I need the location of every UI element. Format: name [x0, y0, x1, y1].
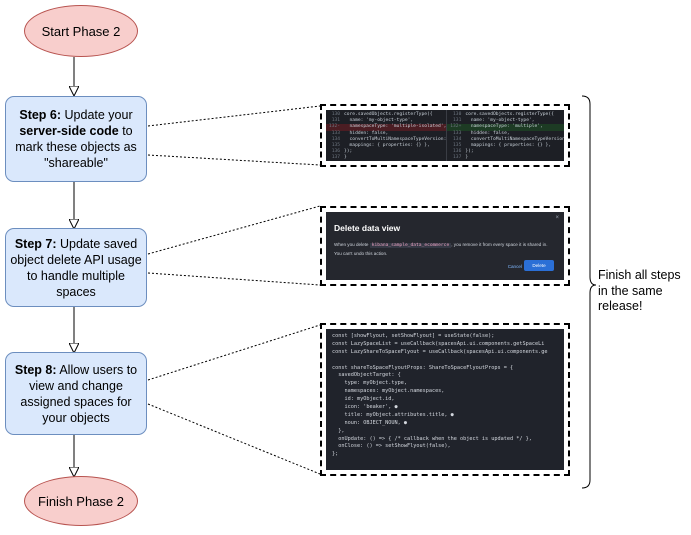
diff-line: 132+ namespaceType: 'multiple', [447, 124, 564, 131]
modal-body-code: kibana_sample_data_ecommerce [369, 243, 452, 248]
code-text: convertToMultiNamespaceTypeVersion: [465, 136, 564, 142]
code-snippet: const [showFlyout, setShowFlyout] = useS… [326, 329, 564, 470]
code-text: core.savedObjects.registerType({ [344, 112, 433, 117]
dotted-leaders [147, 105, 321, 475]
delete-modal-screenshot: × Delete data view When you delete kiban… [320, 206, 570, 286]
step-7-box: Step 7: Update saved object delete API u… [5, 228, 147, 307]
line-number: 131 [453, 118, 462, 124]
start-phase-2: Start Phase 2 [24, 5, 138, 57]
diff-line: 137} [447, 155, 564, 161]
code-text: namespaceType: 'multiple', [465, 124, 543, 130]
code-line: icon: 'beaker', ● [332, 404, 398, 411]
code-line: title: myObject.attributes.title, ● [332, 411, 454, 418]
line-number: 132- [328, 124, 340, 130]
step-8-text: Allow users to view and change assigned … [20, 362, 138, 425]
diff-line: 135 mappings: { properties: {} }, [447, 143, 564, 149]
finish-phase-2: Finish Phase 2 [24, 476, 138, 526]
code-text: } [465, 155, 469, 161]
code-text: mappings: { properties: {} }, [344, 142, 430, 148]
line-number: 134 [331, 136, 340, 142]
step-7-text: Update saved object delete API usage to … [10, 236, 142, 299]
modal-title: Delete data view [334, 223, 401, 233]
step-6-label: Step 6: [19, 108, 62, 122]
step-6-text-a: Update your [61, 108, 133, 122]
code-text: }); [344, 149, 353, 155]
modal-body: When you delete kibana_sample_data_ecomm… [334, 241, 554, 258]
code-snippet-screenshot: const [showFlyout, setShowFlyout] = useS… [320, 323, 570, 476]
diff-line: 137} [326, 155, 446, 161]
diff-line: 131 name: 'my-object-type', [447, 118, 564, 124]
line-number: 130 [453, 112, 462, 117]
delete-data-view-modal: × Delete data view When you delete kiban… [326, 212, 564, 280]
line-number: 135 [331, 142, 340, 148]
step-6-box: Step 6: Update your server-side code to … [5, 96, 147, 182]
line-number: 137 [453, 155, 462, 161]
release-brace [581, 95, 597, 489]
code-text: }); [465, 149, 474, 155]
line-number: 135 [453, 142, 462, 148]
code-line: id: myObject.id, [332, 396, 395, 403]
close-icon[interactable]: × [555, 215, 559, 221]
diff-line: 134 convertToMultiNamespaceTypeVersion: [326, 136, 447, 143]
line-number: 134 [453, 136, 462, 142]
code-text: name: 'my-object-type', [465, 118, 535, 124]
code-line: onUpdate: () => { /* callback when the o… [332, 435, 532, 442]
step-6-text-b: to mark these objects as "shareable" [15, 124, 137, 170]
line-number: 136 [453, 149, 462, 155]
code-line: }, [332, 427, 345, 434]
delete-button[interactable]: Delete [524, 260, 554, 271]
code-line: onClose: () => setShowFlyout(false), [332, 443, 451, 450]
code-line: }; [332, 451, 339, 458]
code-line [332, 357, 558, 365]
code-line: const shareToSpaceFlyoutProps: ShareToSp… [332, 364, 514, 371]
step-8-box: Step 8: Allow users to view and change a… [5, 352, 147, 435]
code-line: const LazyShareToSpaceFlyout = useCallba… [332, 348, 548, 355]
code-line: type: myObject.type, [332, 380, 407, 387]
code-text: mappings: { properties: {} }, [465, 142, 552, 148]
code-text: name: 'my-object-type', [344, 118, 414, 124]
diff-line: 135 mappings: { properties: {} }, [326, 143, 446, 149]
line-number: 131 [331, 118, 340, 124]
diff-line: 133 hidden: false, [447, 131, 564, 137]
line-number: 133 [331, 130, 340, 136]
code-text: namespaceType: 'multiple-isolated', [344, 124, 447, 130]
code-line: const LazySpaceList = useCallback(spaces… [332, 340, 545, 347]
code-line: const [showFlyout, setShowFlyout] = useS… [332, 333, 495, 339]
diff-line: 134 convertToMultiNamespaceTypeVersion: [447, 137, 564, 143]
line-number: 136 [331, 149, 340, 155]
code-text: } [344, 155, 347, 161]
cancel-button[interactable]: Cancel [507, 264, 522, 269]
step-7-label: Step 7: [14, 236, 57, 251]
code-line: noun: OBJECT_NOUN, ● [332, 419, 407, 426]
code-text: convertToMultiNamespaceTypeVersion: [344, 136, 447, 142]
code-line: namespaces: myObject.namespaces, [332, 388, 445, 395]
diff-line: 130 core.savedObjects.registerType({ [326, 112, 446, 118]
code-text: hidden: false, [465, 130, 510, 136]
code-text: core.savedObjects.registerType({ [465, 112, 554, 117]
modal-body-a: When you delete [334, 242, 370, 247]
diff-line: 136}); [326, 149, 446, 155]
modal-body-b: , you remove it from every space it is s… [334, 242, 548, 256]
step-8-label: Step 8: [14, 362, 57, 377]
line-number: 132+ [450, 124, 462, 130]
code-line: savedObjectTarget: { [332, 372, 401, 379]
diff-line: 132- namespaceType: 'multiple-isolated', [326, 124, 447, 131]
line-number: 133 [453, 130, 462, 136]
code-text: hidden: false, [344, 130, 389, 136]
diff-line: 136}); [447, 149, 564, 155]
line-number: 130 [331, 112, 340, 117]
release-note: Finish all steps in the same release! [598, 268, 681, 313]
diff-line: 131 name: 'my-object-type', [326, 118, 446, 124]
line-number: 137 [331, 155, 340, 161]
step-6-bold: server-side code [19, 124, 119, 138]
diff-line: 133 hidden: false, [326, 131, 446, 137]
